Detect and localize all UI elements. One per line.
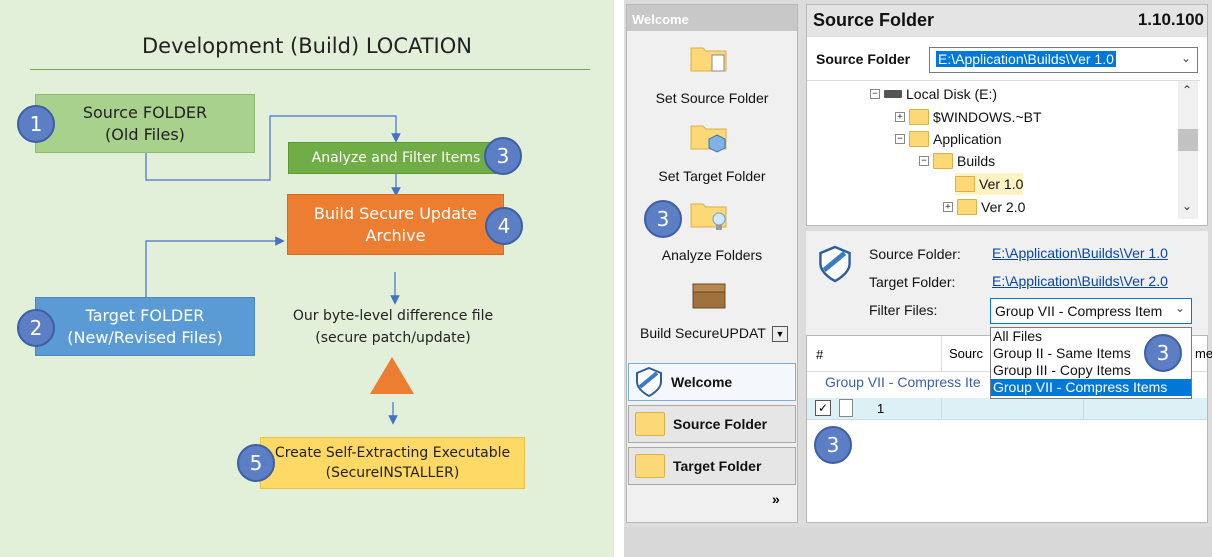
folder-icon (955, 176, 975, 192)
build-archive-box: Build Secure Update Archive (287, 194, 504, 255)
dropdown-option-compress-items[interactable]: Group VII - Compress Items (991, 379, 1191, 396)
title-divider (30, 69, 590, 70)
summary-target-link[interactable]: E:\Application\Builds\Ver 2.0 (992, 273, 1168, 289)
tree-node-windows-bt[interactable]: + $WINDOWS.~BT (895, 106, 1042, 128)
tree-node-ver-1-0[interactable]: Ver 1.0 (955, 173, 1024, 195)
difference-file-text: Our byte-level difference file (secure p… (292, 308, 494, 346)
chevron-down-icon[interactable]: ⌄ (1180, 51, 1191, 65)
build-dropdown-arrow-icon[interactable]: ▼ (772, 326, 788, 342)
nav-button-label: Welcome (671, 374, 733, 390)
connector-arrows (145, 115, 414, 425)
step-3-badge: 3 (484, 137, 522, 175)
folder-icon (909, 109, 929, 125)
nav-button-welcome[interactable]: Welcome (628, 363, 796, 401)
analyze-folders-action[interactable]: Analyze Folders (661, 247, 763, 263)
build-secureupdate-action[interactable]: Build SecureUPDAT (640, 325, 766, 341)
tree-label: Local Disk (E:) (906, 86, 998, 102)
filter-value: Group VII - Compress Item (995, 303, 1163, 319)
panel-title: Source Folder (807, 5, 1207, 37)
folder-cube-icon[interactable] (690, 120, 728, 159)
source-folder-box: Source FOLDER (Old Files) (35, 94, 255, 153)
folder-doc-icon[interactable] (690, 42, 728, 77)
nav-header: Welcome (627, 5, 797, 31)
panel-divider (614, 0, 624, 557)
step-5-badge: 5 (237, 444, 275, 482)
collapse-icon[interactable]: − (919, 156, 929, 166)
drive-icon (884, 90, 902, 98)
summary-target-label: Target Folder: (869, 274, 956, 290)
folder-icon (635, 454, 665, 478)
tree-node-ver-2-0[interactable]: + Ver 2.0 (943, 196, 1025, 218)
step-4-badge: 4 (485, 207, 523, 245)
target-folder-box: Target FOLDER (New/Revised Files) (35, 297, 255, 356)
source-folder-combo[interactable]: E:\Application\Builds\Ver 1.0 ⌄ (929, 47, 1198, 73)
box-icon[interactable] (690, 278, 728, 317)
source-folder-value: E:\Application\Builds\Ver 1.0 (936, 51, 1116, 67)
nav-pane (626, 4, 798, 523)
filter-files-combo[interactable]: Group VII - Compress Item ⌄ (990, 298, 1192, 324)
tree-label: $WINDOWS.~BT (933, 109, 1042, 125)
set-target-folder-action[interactable]: Set Target Folder (658, 168, 766, 184)
row-number: 1 (877, 401, 885, 416)
dropdown-option-all-files[interactable]: All Files (993, 328, 1043, 344)
status-strip (624, 527, 1212, 557)
step-1-badge: 1 (17, 105, 55, 143)
folder-icon (957, 199, 977, 215)
step-3-nav-badge: 3 (644, 200, 682, 238)
step-3-dropdown-badge: 3 (1144, 334, 1182, 372)
tree-label: Ver 2.0 (981, 199, 1026, 215)
tree-scrollbar[interactable]: ⌃ ⌄ (1178, 81, 1198, 219)
nav-button-label: Target Folder (673, 458, 762, 474)
chevron-down-icon[interactable]: ⌄ (1174, 301, 1185, 315)
step-3-grid-badge: 3 (814, 426, 852, 464)
nav-button-label: Source Folder (673, 416, 768, 432)
create-installer-box: Create Self-Extracting Executable (Secur… (260, 437, 525, 489)
version-label: 1.10.100 (1137, 10, 1204, 29)
table-row[interactable]: ✓ 1 (807, 398, 1207, 420)
summary-source-link[interactable]: E:\Application\Builds\Ver 1.0 (992, 245, 1168, 261)
folder-tree: − Local Disk (E:) + $WINDOWS.~BT − Appli… (807, 80, 1200, 220)
column-source[interactable]: Sourc (949, 346, 983, 361)
tree-label: Ver 1.0 (979, 176, 1024, 192)
folder-icon (909, 131, 929, 147)
tree-label: Builds (957, 153, 996, 169)
tree-label: Application (933, 131, 1002, 147)
collapse-icon[interactable]: − (895, 134, 905, 144)
folder-icon (933, 153, 953, 169)
tree-node-application[interactable]: − Application (895, 128, 1002, 150)
collapse-icon[interactable]: − (870, 89, 880, 99)
expand-icon[interactable]: + (895, 112, 905, 122)
file-icon (839, 399, 853, 417)
tree-node-local-disk[interactable]: − Local Disk (E:) (870, 83, 997, 105)
column-name[interactable]: me (1195, 346, 1212, 361)
nav-button-target-folder[interactable]: Target Folder (628, 447, 796, 485)
summary-filter-label: Filter Files: (869, 302, 938, 318)
scroll-up-icon[interactable]: ⌃ (1182, 83, 1193, 97)
triangle-marker (370, 357, 414, 394)
summary-source-label: Source Folder: (869, 246, 961, 262)
dropdown-option-same-items[interactable]: Group II - Same Items (993, 345, 1131, 361)
set-source-folder-action[interactable]: Set Source Folder (655, 90, 769, 106)
shield-icon (818, 244, 852, 289)
row-checkbox[interactable]: ✓ (815, 400, 831, 416)
folder-icon (635, 412, 665, 436)
grid-group-label[interactable]: Group VII - Compress Ite (825, 374, 981, 390)
step-2-badge: 2 (17, 309, 55, 347)
scroll-down-icon[interactable]: ⌄ (1182, 199, 1193, 213)
shield-icon (636, 367, 662, 397)
source-folder-label: Source Folder (816, 51, 911, 67)
nav-button-source-folder[interactable]: Source Folder (628, 405, 796, 443)
diagram-title: Development (Build) LOCATION (142, 34, 472, 58)
folder-bulb-icon[interactable] (690, 198, 728, 237)
column-number[interactable]: # (816, 347, 824, 362)
analyze-filter-box: Analyze and Filter Items (288, 142, 504, 174)
nav-more-icon[interactable]: » (772, 491, 780, 507)
dropdown-option-copy-items[interactable]: Group III - Copy Items (993, 362, 1131, 378)
expand-icon[interactable]: + (943, 202, 953, 212)
tree-node-builds[interactable]: − Builds (919, 150, 995, 172)
